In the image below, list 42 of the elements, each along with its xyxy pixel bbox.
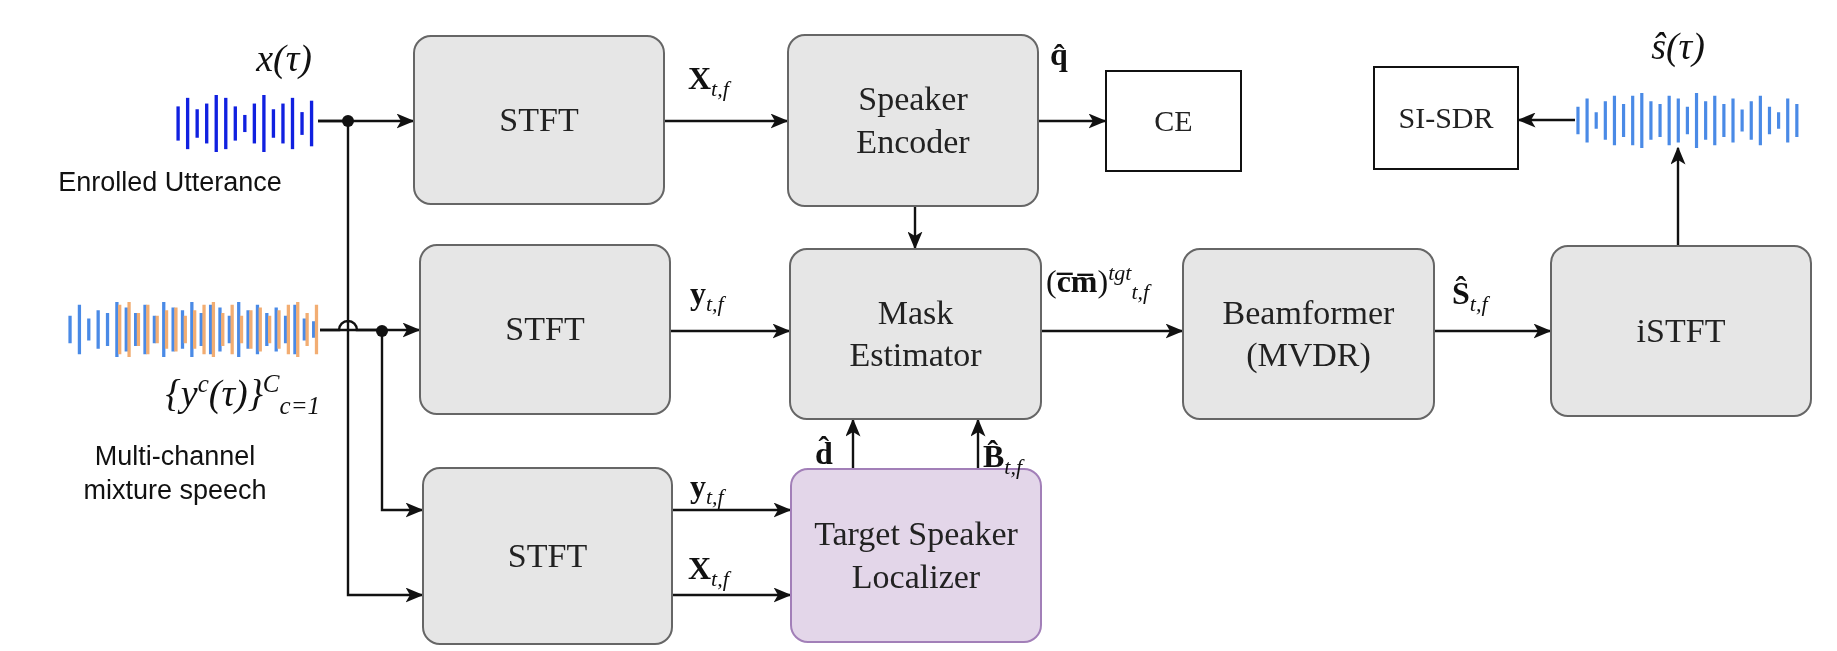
process-box bbox=[787, 34, 1039, 207]
process-box bbox=[789, 248, 1042, 420]
process-box bbox=[413, 35, 665, 205]
signal-symbol: ŝ(τ) bbox=[1650, 26, 1706, 68]
signal-caption: Enrolled Utterance bbox=[57, 166, 283, 199]
arrow bbox=[665, 113, 789, 129]
edge-label: y$_{t,f}$ bbox=[690, 470, 724, 509]
box-label: SI-SDR bbox=[1397, 100, 1495, 137]
edge-label: d̂ bbox=[815, 437, 833, 469]
signal-symbol: x(τ) bbox=[255, 38, 312, 80]
arrow bbox=[320, 328, 424, 518]
arrow bbox=[1042, 323, 1184, 339]
box-label: Speaker Encoder bbox=[855, 79, 971, 162]
arrow bbox=[1670, 146, 1686, 245]
process-box bbox=[422, 467, 673, 645]
process-box bbox=[419, 244, 671, 415]
box-label: STFT bbox=[498, 99, 580, 140]
edge-label: Ŝ$_{t,f}$ bbox=[1452, 277, 1488, 316]
arrow bbox=[673, 587, 792, 603]
edge-label: B̂$_{t,f}$ bbox=[983, 440, 1023, 479]
box-label: STFT bbox=[506, 535, 589, 576]
arrow bbox=[318, 119, 424, 603]
process-box bbox=[1550, 245, 1812, 417]
box-label: CE bbox=[1153, 103, 1194, 140]
edge-label: y$_{t,f}$ bbox=[690, 277, 724, 316]
arrow bbox=[1435, 323, 1552, 339]
box-label: STFT bbox=[504, 309, 586, 350]
arrow bbox=[845, 418, 861, 468]
box-label: Beamformer (MVDR) bbox=[1221, 292, 1396, 375]
edge-label: q̂ bbox=[1050, 38, 1068, 70]
loss-box bbox=[1373, 66, 1519, 170]
process-box bbox=[1182, 248, 1435, 420]
box-label: Mask Estimator bbox=[848, 292, 983, 375]
box-label: iSTFT bbox=[1635, 310, 1727, 351]
arrow bbox=[907, 207, 923, 250]
arrow bbox=[970, 418, 986, 468]
loss-box bbox=[1105, 70, 1242, 172]
arrow bbox=[1039, 113, 1107, 129]
arrow bbox=[673, 502, 792, 518]
arrow bbox=[671, 323, 791, 339]
signal-caption: Multi-channel mixture speech bbox=[82, 440, 268, 507]
box-label: Target Speaker Localizer bbox=[813, 514, 1019, 597]
